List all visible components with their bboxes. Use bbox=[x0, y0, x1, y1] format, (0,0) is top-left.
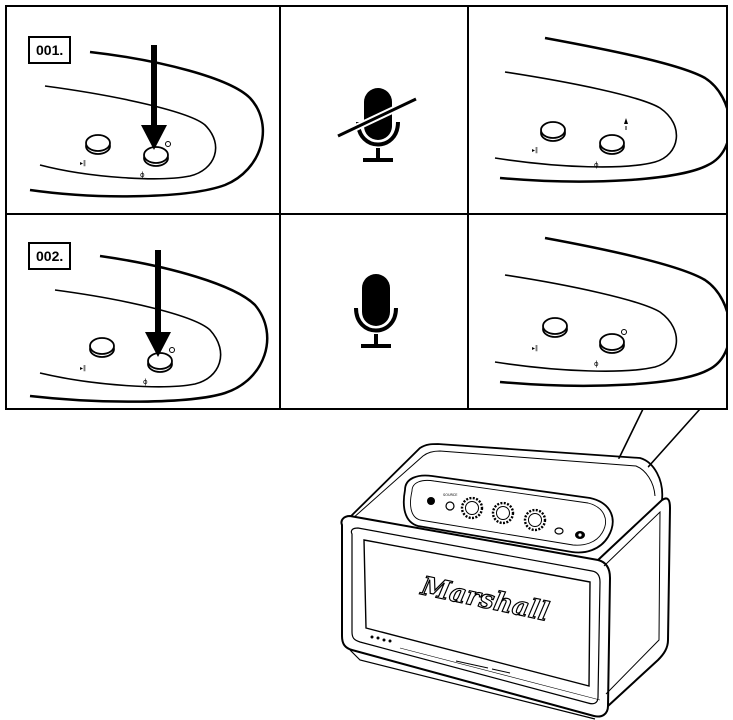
step-2-label: 002. bbox=[28, 242, 71, 270]
play-pause-label: ▸‖ bbox=[80, 365, 86, 372]
mic-button-icon bbox=[600, 334, 624, 353]
svg-text:SOURCE: SOURCE bbox=[443, 493, 457, 497]
mic-button-icon bbox=[144, 147, 168, 166]
led-indicator-icon bbox=[624, 118, 628, 130]
play-pause-button-icon bbox=[541, 122, 565, 141]
treble-knob-icon bbox=[525, 510, 545, 530]
microphone-icon bbox=[356, 274, 396, 346]
panel-step1-result: ▸‖ ɸ bbox=[495, 38, 730, 182]
play-pause-label: ▸‖ bbox=[80, 160, 86, 167]
speaker-illustration: SOURCE bbox=[341, 444, 670, 719]
bass-knob-icon bbox=[493, 503, 513, 523]
svg-text:ɸ: ɸ bbox=[594, 161, 599, 169]
svg-text:ɸ: ɸ bbox=[143, 378, 148, 386]
svg-text:ɸ: ɸ bbox=[594, 360, 599, 368]
play-pause-button-icon bbox=[86, 135, 110, 154]
mic-button-icon bbox=[148, 353, 172, 372]
mic-button-icon bbox=[600, 135, 624, 154]
play-pause-button-icon bbox=[90, 338, 114, 357]
play-pause-label: ▸‖ bbox=[532, 147, 538, 154]
play-pause-label: ▸‖ bbox=[532, 345, 538, 352]
volume-knob-icon bbox=[462, 498, 482, 518]
arrow-down-icon bbox=[145, 250, 171, 357]
panel-step1-press: ▸‖ ɸ bbox=[30, 45, 263, 196]
microphone-muted-icon bbox=[338, 88, 416, 160]
svg-text:ɸ: ɸ bbox=[140, 171, 145, 179]
panel-step2-result: ▸‖ ɸ bbox=[495, 238, 730, 386]
step-1-label: 001. bbox=[28, 36, 71, 64]
panel-step2-press: ▸‖ ɸ bbox=[30, 250, 267, 402]
play-pause-button-icon bbox=[543, 318, 567, 337]
